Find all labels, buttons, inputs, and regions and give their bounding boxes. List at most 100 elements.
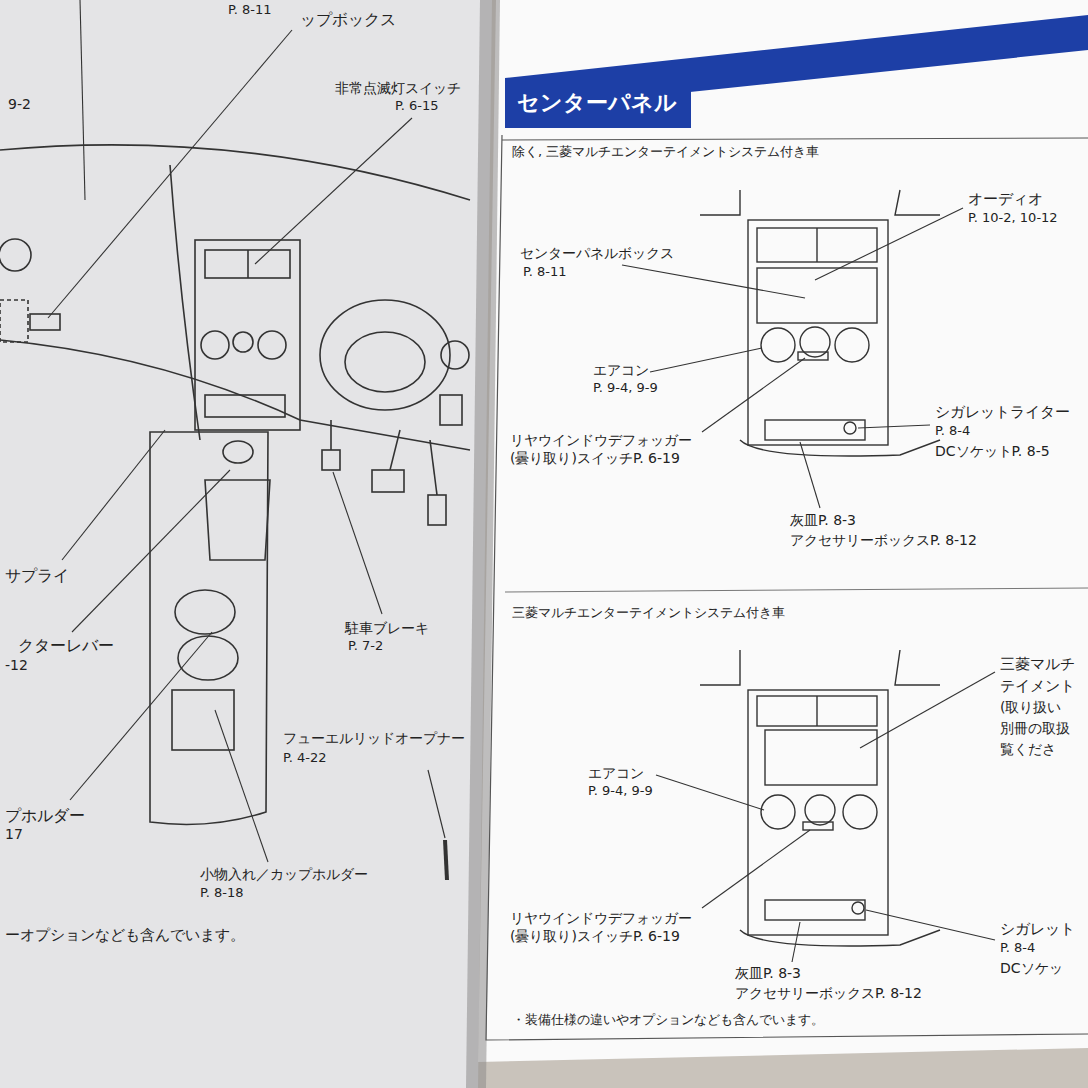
switch	[30, 314, 60, 330]
defogger-switch	[798, 352, 828, 360]
page-frame	[502, 138, 1088, 140]
callout-label: 覧くださ	[1000, 741, 1056, 759]
callout-label: エアコン	[593, 362, 649, 380]
vents	[816, 696, 817, 726]
leader-line	[255, 118, 412, 264]
leader-line	[815, 208, 963, 280]
leader-lines	[48, 0, 995, 962]
knob	[258, 331, 286, 359]
callout-label: フューエルリッドオープナー	[283, 730, 465, 748]
callout-label: リヤウインドウデフォッガー (曇り取り)スイッチP. 6-19	[510, 910, 700, 945]
leader-line	[702, 830, 810, 908]
center-panel-drawing	[700, 190, 940, 946]
pedal	[428, 495, 446, 525]
leader-line	[48, 30, 292, 318]
audio	[757, 268, 877, 323]
callout-label: シガレット	[1000, 920, 1075, 939]
shift-boot	[205, 480, 270, 560]
callout-label: サプライ	[5, 566, 69, 586]
callout-label: P. 8-18	[200, 885, 244, 901]
callout-label: P. 4-22	[283, 750, 327, 766]
cup-holder	[175, 590, 235, 634]
callout-label: リヤウインドウデフォッガー (曇り取り)スイッチP. 6-19	[510, 432, 700, 467]
callout-label: 9-2	[8, 96, 31, 114]
ashtray	[765, 900, 865, 920]
steering-wheel	[320, 300, 450, 410]
callout-label: (取り扱い	[1000, 699, 1061, 717]
callout-label: アクセサリーボックスP. 8-12	[735, 985, 922, 1003]
callout-label: 三菱マルチ	[1000, 655, 1075, 674]
leader-line	[72, 470, 230, 632]
callout-label: テイメント	[1000, 677, 1075, 696]
section-divider	[505, 588, 1088, 592]
callout-label: ・装備仕様の違いやオプションなども含んでいます。	[512, 1012, 824, 1028]
panel-outline	[895, 650, 940, 685]
callout-label: 除く, 三菱マルチエンターテイメントシステム付き車	[512, 144, 819, 160]
ashtray	[205, 395, 285, 417]
section-heading: センターパネル	[517, 88, 679, 118]
pedal-arm	[390, 430, 400, 470]
callout-label: P. 7-2	[348, 638, 383, 654]
dashboard-top	[0, 145, 470, 200]
callout-label: P. 8-11	[228, 2, 272, 18]
ac-knob	[843, 795, 877, 829]
cup-holder	[178, 636, 238, 680]
leader-line	[656, 775, 764, 810]
ashtray	[765, 420, 865, 440]
gauge	[441, 341, 469, 369]
leader-line	[858, 425, 930, 428]
dashboard-drawing	[0, 145, 470, 880]
vents	[757, 228, 877, 262]
leader-line	[62, 430, 165, 560]
screen	[765, 730, 877, 785]
callout-label: プホルダー	[5, 806, 85, 826]
pedal	[322, 450, 340, 470]
panel-outline	[700, 190, 740, 215]
cigarette-lighter	[852, 902, 864, 914]
vents	[757, 696, 877, 726]
center-stack	[195, 240, 300, 430]
glovebox	[0, 300, 28, 342]
panel	[748, 220, 888, 445]
shift-knob	[223, 441, 253, 463]
panel-outline	[895, 190, 940, 215]
panel-outline	[700, 650, 740, 685]
callout-label: シガレットライター	[935, 403, 1070, 422]
leader-line	[792, 922, 800, 962]
callout-label: P. 9-4, 9-9	[588, 783, 653, 799]
leader-line	[860, 672, 995, 748]
pedal-arm	[330, 420, 332, 450]
callout-label: DCソケッ	[1000, 960, 1063, 978]
leader-line	[800, 442, 820, 508]
knob	[233, 332, 253, 352]
callout-label: 別冊の取扱	[1000, 720, 1070, 738]
switch	[440, 395, 462, 425]
callout-label: P. 6-15	[395, 98, 439, 114]
panel-base	[740, 930, 940, 946]
tray	[172, 690, 234, 750]
callout-label: 17	[5, 826, 23, 844]
callout-label: 三菱マルチエンターテイメントシステム付き車	[512, 605, 785, 621]
ac-knob	[835, 328, 869, 362]
panel	[748, 690, 888, 935]
header-band	[505, 15, 1088, 128]
vents	[816, 228, 817, 262]
callout-label: 灰皿P. 8-3	[790, 512, 856, 530]
knob	[201, 331, 229, 359]
callout-label: クターレバー	[18, 636, 114, 656]
leader-line	[622, 265, 805, 298]
callout-label: P. 8-11	[523, 264, 567, 280]
callout-label: P. 8-4	[935, 423, 970, 439]
callout-label: P. 8-4	[1000, 940, 1035, 956]
callout-label: エアコン	[588, 765, 644, 783]
ac-knob	[805, 795, 835, 825]
section-heading-band: センターパネル	[505, 78, 691, 128]
cigarette-lighter	[844, 422, 856, 434]
leader-line	[650, 348, 762, 372]
page-frame	[486, 135, 1088, 1040]
callout-label: P. 9-4, 9-9	[593, 380, 658, 396]
left-page	[0, 0, 492, 1088]
callout-label: DCソケットP. 8-5	[935, 443, 1050, 461]
side-vent	[0, 239, 31, 271]
